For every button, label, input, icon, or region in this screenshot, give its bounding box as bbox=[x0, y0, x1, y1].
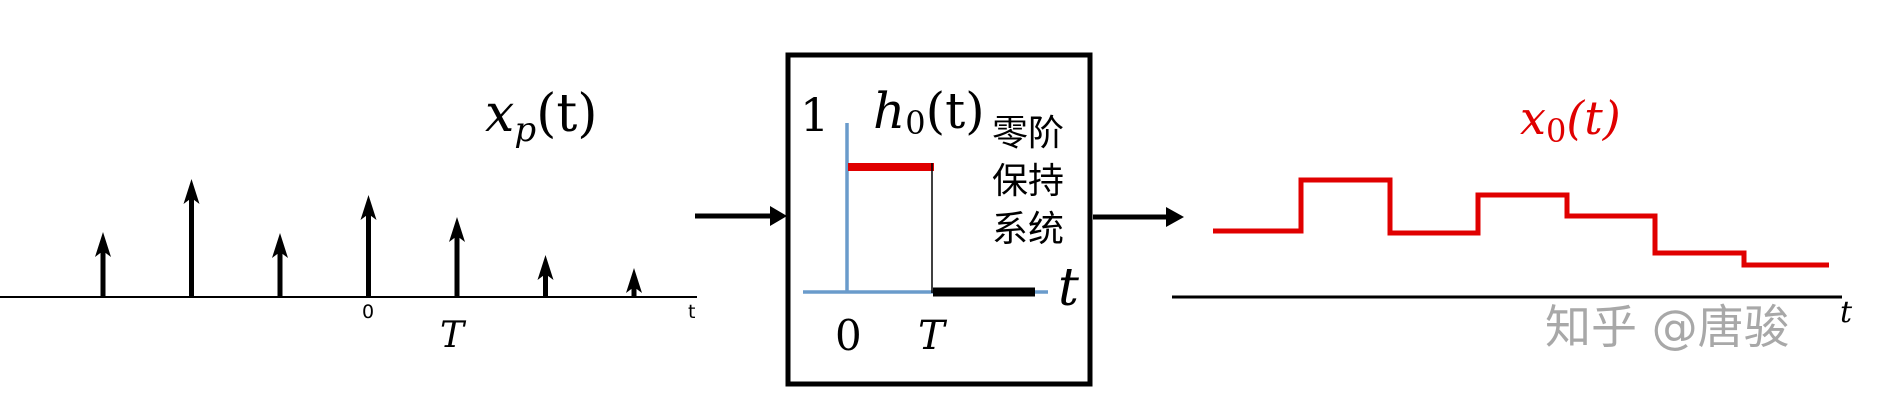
h0-period-label: T bbox=[918, 313, 945, 359]
h0-amplitude-label: 1 bbox=[800, 88, 830, 142]
impulse-arrowhead-icon bbox=[360, 195, 377, 220]
system-name-line-3: 系统 bbox=[992, 209, 1065, 250]
h0-axis-t-label: t bbox=[1058, 258, 1079, 318]
input-axis-t-label: t bbox=[688, 301, 696, 323]
h0-label-main: h bbox=[873, 82, 906, 140]
output-label-arg: (t) bbox=[1566, 91, 1621, 145]
staircase-waveform bbox=[1213, 177, 1829, 268]
zero-order-hold-block bbox=[785, 52, 1093, 387]
output-label-main: x bbox=[1520, 91, 1546, 145]
output-signal-label: x0(t) bbox=[1520, 95, 1621, 147]
impulse-arrowhead-icon bbox=[183, 179, 200, 204]
system-box bbox=[785, 52, 1093, 387]
system-name: 零阶 保持 系统 bbox=[992, 110, 1064, 254]
output-label-sub: 0 bbox=[1545, 112, 1567, 150]
impulse-arrowhead-icon bbox=[95, 232, 111, 257]
input-label-sub: p bbox=[514, 110, 537, 150]
h0-origin-label: 0 bbox=[835, 311, 862, 360]
watermark: 知乎 @唐骏 bbox=[1545, 300, 1790, 354]
system-name-line-2: 保持 bbox=[992, 161, 1065, 202]
h0-label: h0(t) bbox=[873, 86, 985, 139]
input-label-main: x bbox=[485, 84, 515, 144]
impulse-arrows bbox=[95, 179, 642, 297]
h0-label-sub: 0 bbox=[905, 104, 926, 142]
impulse-arrowhead-icon bbox=[449, 217, 465, 242]
output-staircase-signal bbox=[1172, 177, 1842, 299]
system-name-line-1: 零阶 bbox=[992, 113, 1065, 154]
input-period-label: T bbox=[440, 315, 465, 356]
h0-label-arg: (t) bbox=[925, 82, 985, 140]
input-label-arg: (t) bbox=[536, 84, 598, 144]
impulse-arrowhead-icon bbox=[272, 233, 288, 258]
input-origin-label: 0 bbox=[362, 301, 375, 323]
impulse-arrowhead-icon bbox=[537, 255, 554, 280]
input-impulse-train bbox=[0, 179, 697, 298]
output-axis-t-label: t bbox=[1840, 295, 1853, 330]
input-signal-label: xp(t) bbox=[485, 88, 598, 147]
input-arrow bbox=[695, 206, 787, 226]
output-arrow bbox=[1093, 207, 1184, 227]
impulse-arrowhead-icon bbox=[626, 268, 642, 293]
